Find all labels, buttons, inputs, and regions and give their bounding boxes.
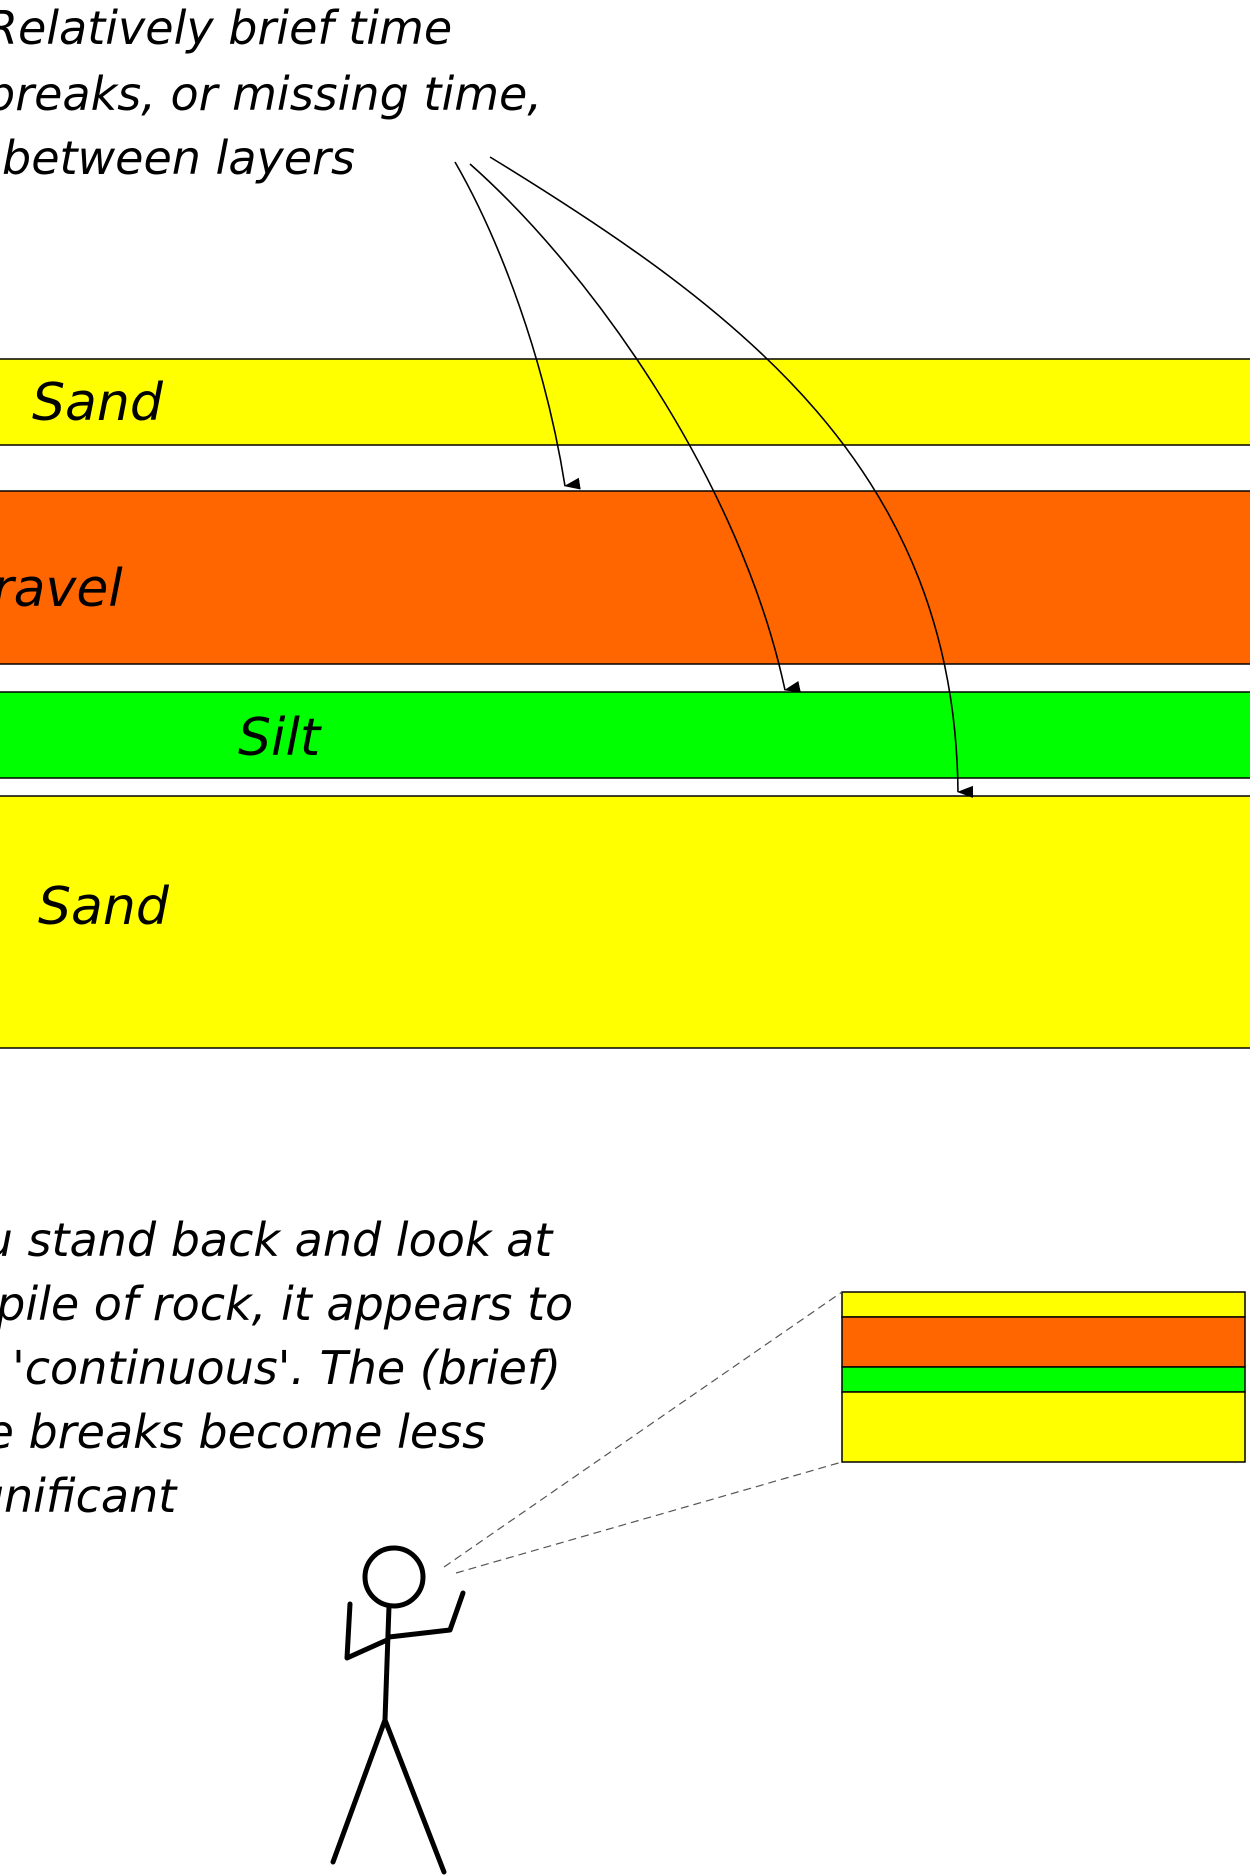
bottom-caption-line: time breaks become less <box>0 1405 486 1459</box>
right-leg <box>382 1717 447 1875</box>
arrow-to-gap-2 <box>469 163 801 693</box>
gap-arrows <box>454 156 974 798</box>
top-caption-line: Relatively brief time <box>0 1 452 55</box>
sand-layer-top <box>0 358 1250 446</box>
right-arm <box>386 1590 466 1640</box>
silt-layer <box>0 691 1250 779</box>
body-line <box>382 1603 392 1723</box>
stick-figure-observer <box>330 1545 466 1875</box>
bottom-caption: If you stand back and look at the pile o… <box>0 1213 573 1523</box>
bottom-caption-line: If you stand back and look at <box>0 1213 554 1267</box>
arrow-to-gap-3 <box>489 156 974 798</box>
layer-label-gravel: Gravel <box>0 559 123 619</box>
mini-gravel <box>841 1316 1246 1368</box>
sight-line-lower <box>455 1461 843 1574</box>
mini-sand-bottom <box>841 1391 1246 1463</box>
mini-silt <box>841 1366 1246 1393</box>
sand-layer-bottom <box>0 795 1250 1049</box>
bottom-caption-line: be 'continuous'. The (brief) <box>0 1341 561 1395</box>
bottom-caption-line: the pile of rock, it appears to <box>0 1277 573 1331</box>
top-caption-line: between layers <box>2 131 355 185</box>
gravel-layer <box>0 490 1250 665</box>
head-icon <box>362 1545 426 1609</box>
distant-rock-pile <box>841 1291 1246 1463</box>
top-caption: Relatively brief time breaks, or missing… <box>0 1 542 185</box>
layer-stack <box>0 358 1250 1049</box>
layer-label-silt: Silt <box>238 708 322 768</box>
layer-label-sand-bottom: Sand <box>38 877 170 937</box>
left-arm <box>344 1601 390 1661</box>
top-caption-line: breaks, or missing time, <box>0 67 542 121</box>
sight-line-upper <box>443 1291 843 1568</box>
layer-label-sand-top: Sand <box>32 373 164 433</box>
bottom-caption-line: significant <box>0 1469 178 1523</box>
left-leg <box>330 1717 388 1865</box>
sight-lines <box>443 1291 843 1574</box>
mini-sand-top <box>841 1291 1246 1318</box>
arrow-to-gap-1 <box>454 161 581 490</box>
